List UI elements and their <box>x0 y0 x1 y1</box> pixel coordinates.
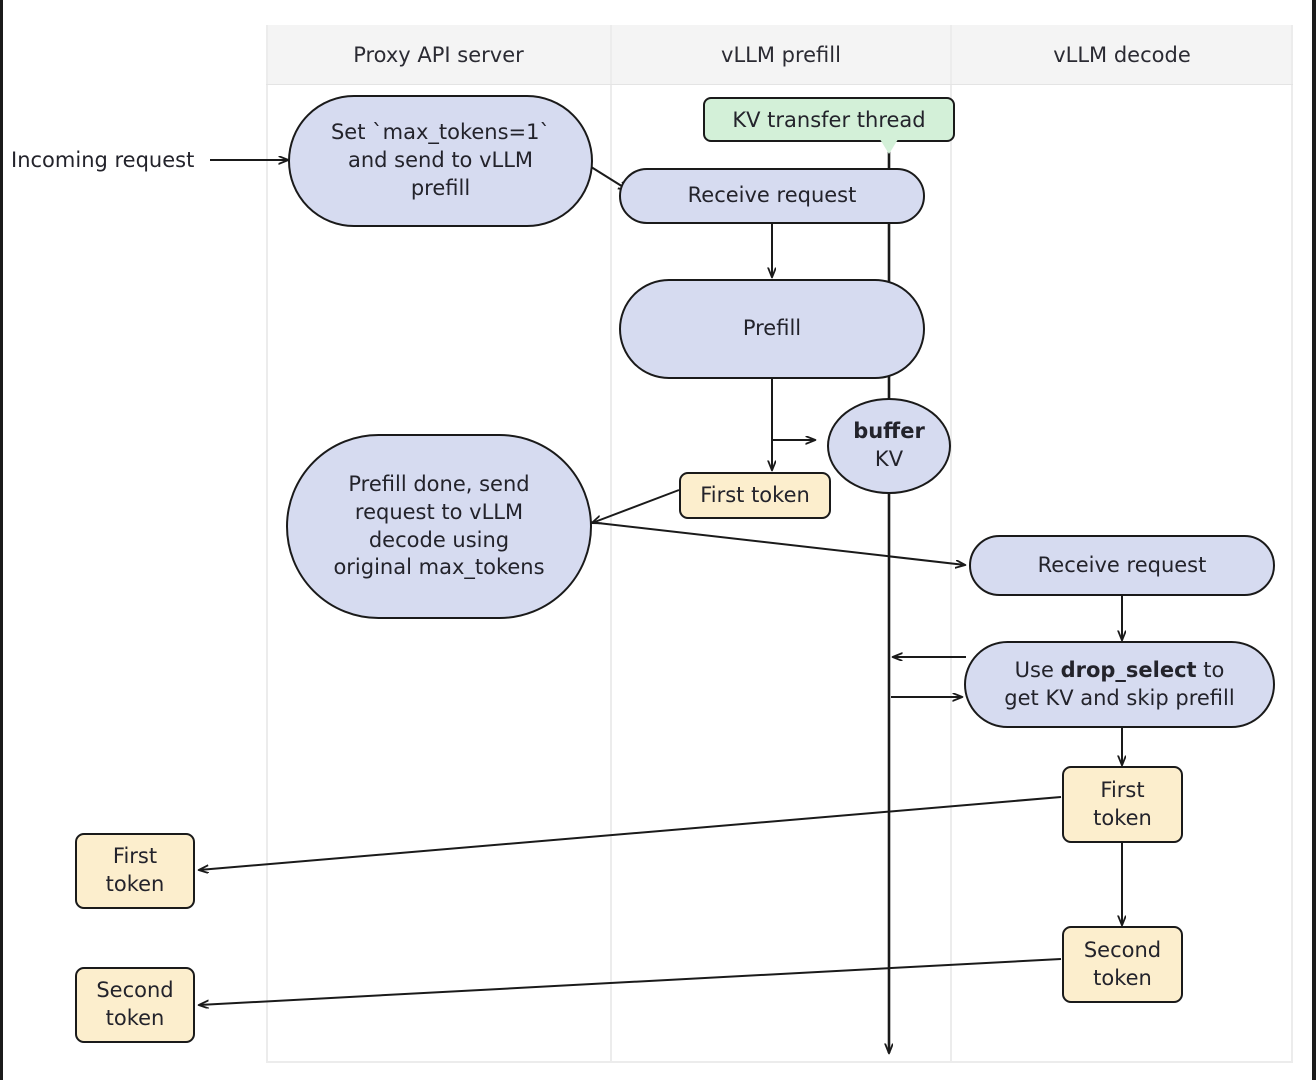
node-out-second-token[interactable]: Second token <box>75 967 195 1043</box>
set-max-tokens-line3: prefill <box>410 175 471 200</box>
node-set-max-tokens[interactable]: Set `max_tokens=1` and send to vLLM pref… <box>288 95 593 227</box>
node-prefill[interactable]: Prefill <box>619 279 925 379</box>
drop-select-pre: Use <box>1014 657 1061 682</box>
out-first-token-line2: token <box>105 872 165 896</box>
lane-header-decode-label: vLLM decode <box>1053 43 1191 67</box>
node-decode-receive-request[interactable]: Receive request <box>969 535 1275 596</box>
set-max-tokens-line1: Set `max_tokens=1` <box>330 120 551 145</box>
drop-select-post: to <box>1196 657 1225 682</box>
node-buffer-kv[interactable]: buffer KV <box>827 398 951 494</box>
kv-transfer-thread-label: KV transfer thread <box>732 107 926 132</box>
note-kv-transfer-thread[interactable]: KV transfer thread <box>703 97 955 142</box>
node-prefill-done[interactable]: Prefill done, send request to vLLM decod… <box>286 434 592 619</box>
node-decode-first-token[interactable]: First token <box>1062 766 1183 843</box>
incoming-request-label: Incoming request <box>11 148 195 172</box>
note-tail-icon <box>876 134 902 155</box>
drop-select-bold: drop_select <box>1060 657 1197 682</box>
decode-second-token-line1: Second <box>1083 937 1162 962</box>
prefill-done-line4: original max_tokens <box>333 555 545 580</box>
drop-select-line2: get KV and skip prefill <box>1004 685 1235 710</box>
prefill-done-line3: decode using <box>368 527 510 552</box>
decode-first-token-line1: First <box>1100 777 1145 802</box>
lane-divider-1 <box>610 25 612 1063</box>
out-first-token-line1: First <box>112 844 158 869</box>
buffer-kv-title: buffer <box>853 419 925 444</box>
prefill-receive-request-label: Receive request <box>687 183 857 208</box>
node-prefill-receive-request[interactable]: Receive request <box>619 168 925 224</box>
drop-select-line1: Use drop_select to <box>1015 657 1225 685</box>
decode-receive-request-label: Receive request <box>1037 552 1207 577</box>
lane-divider-right-edge <box>1291 25 1293 1063</box>
lane-header-prefill-label: vLLM prefill <box>721 43 841 67</box>
lane-header-proxy: Proxy API server <box>266 25 611 85</box>
lane-divider-left-edge <box>266 25 268 1063</box>
set-max-tokens-line2: and send to vLLM <box>347 148 534 173</box>
prefill-done-line2: request to vLLM <box>354 499 524 524</box>
node-drop-select[interactable]: Use drop_select to get KV and skip prefi… <box>964 641 1275 728</box>
lane-header-proxy-label: Proxy API server <box>353 43 524 67</box>
out-second-token-line1: Second <box>96 978 174 1003</box>
buffer-kv-subtitle: KV <box>874 447 904 471</box>
node-out-first-token[interactable]: First token <box>75 833 195 909</box>
diagram-canvas: Proxy API server vLLM prefill vLLM decod… <box>3 0 1316 1080</box>
lane-bottom-edge <box>266 1061 1293 1063</box>
prefill-first-token-label: First token <box>700 482 810 507</box>
node-prefill-first-token[interactable]: First token <box>679 472 831 519</box>
prefill-label: Prefill <box>742 316 802 341</box>
lane-header-bottom-edge <box>266 84 1293 85</box>
decode-first-token-line2: token <box>1093 805 1152 830</box>
out-second-token-line2: token <box>105 1006 165 1030</box>
lane-header-decode: vLLM decode <box>951 25 1293 85</box>
decode-second-token-line2: token <box>1093 965 1152 990</box>
prefill-done-line1: Prefill done, send <box>348 471 530 496</box>
lane-divider-2 <box>950 25 952 1063</box>
lane-header-prefill: vLLM prefill <box>611 25 951 85</box>
node-decode-second-token[interactable]: Second token <box>1062 926 1183 1003</box>
